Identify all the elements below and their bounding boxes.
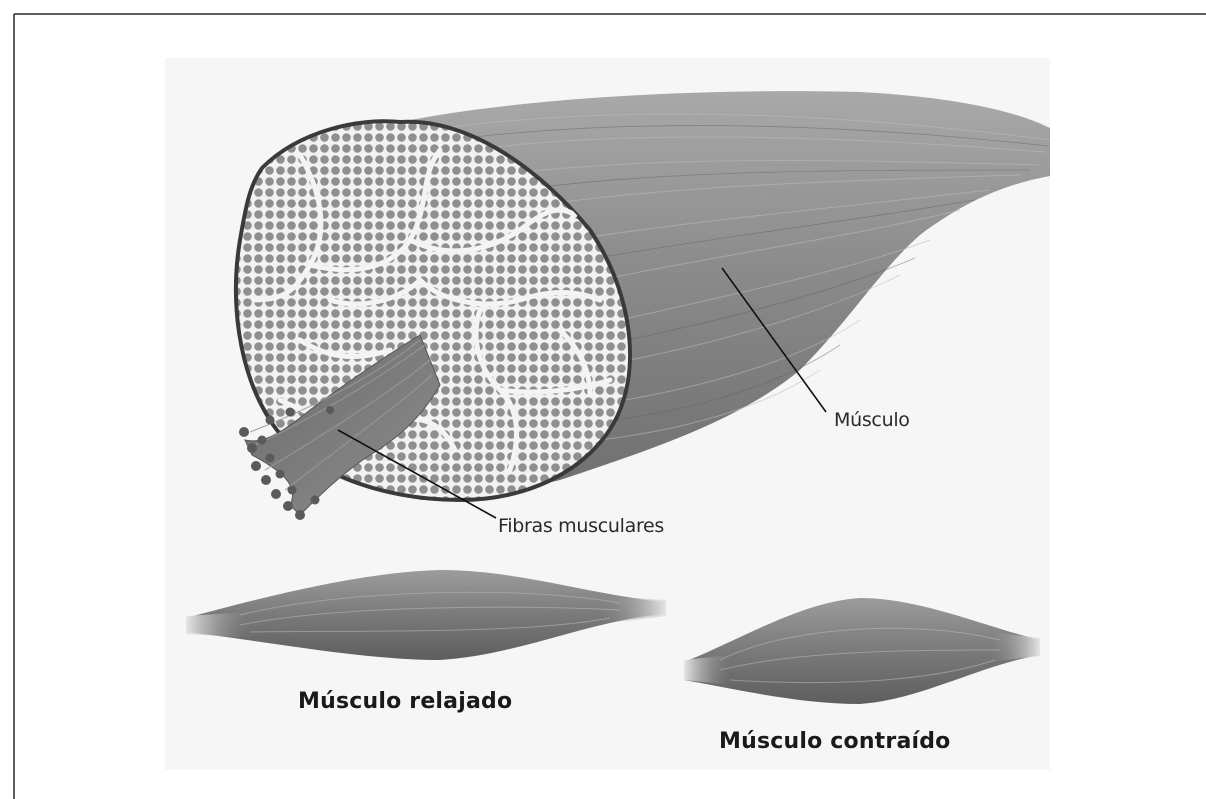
label-contracted-muscle: Músculo contraído [719,729,951,754]
label-muscle-fibers: Fibras musculares [498,515,664,537]
label-relaxed-muscle: Músculo relajado [298,689,512,714]
label-muscle: Músculo [834,409,910,431]
